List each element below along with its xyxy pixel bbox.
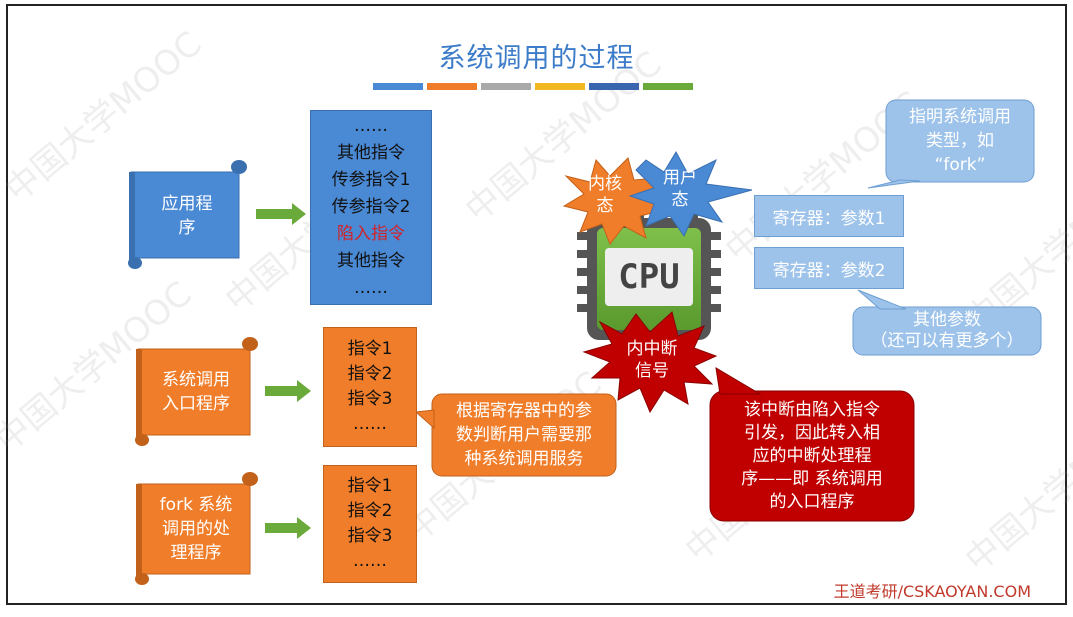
app-scroll-shape	[128, 160, 247, 269]
syscall-entry-scroll-label: 系统调用 入口程序	[162, 370, 230, 414]
kernel-mode-label: 内核 态	[588, 174, 622, 216]
register-param2: 寄存器：参数2	[754, 247, 904, 289]
interrupt-callout-shape	[709, 367, 915, 522]
instruction-line: 指令2	[347, 501, 393, 521]
title-underline-bar	[643, 83, 693, 90]
user-mode-label: 用户 态	[663, 168, 697, 210]
interrupt-signal-label: 内中断 信号	[626, 339, 678, 381]
instruction-block: …… 其他指令 传参指令1 传参指令2 陷入指令 其他指令 ……	[310, 110, 432, 305]
type-callout-shape	[867, 99, 1035, 189]
dispatch-callout-text: 根据寄存器中的参 数判断用户需要那 种系统调用服务	[456, 401, 592, 469]
params-callout-text: 其他参数 （还可以有更多个）	[870, 310, 1024, 351]
params-callout-shape	[852, 289, 1042, 356]
instruction-line: 指令1	[347, 339, 393, 359]
instruction-line: 传参指令2	[331, 197, 411, 217]
cpu-label: CPU	[618, 257, 680, 297]
instruction-line: 指令3	[347, 526, 393, 546]
instruction-line: ……	[353, 414, 387, 434]
fork-scroll-shape	[135, 472, 258, 585]
kernel-mode-burst-shape	[562, 157, 666, 245]
user-mode-burst-shape	[628, 150, 753, 238]
interrupt-callout-text: 该中断由陷入指令 引发，因此转入相 应的中断处理程 序——即 系统调用 的入口程…	[741, 399, 883, 512]
interrupt-burst-shape	[582, 311, 718, 414]
green-arrow	[265, 517, 311, 539]
fork-scroll-label: fork 系统 调用的处 理程序	[159, 495, 233, 563]
instruction-line: 指令1	[347, 476, 393, 496]
instruction-line: 指令3	[347, 389, 393, 409]
brand-footer: 王道考研/CSKAOYAN.COM	[833, 582, 1031, 601]
green-arrow	[256, 203, 306, 225]
instruction-line: ……	[353, 551, 387, 571]
syscall-entry-block: 指令1 指令2 指令3 ……	[323, 327, 417, 447]
register-param1: 寄存器：参数1	[754, 195, 904, 237]
title-underline-bar	[535, 83, 585, 90]
instruction-line: ……	[354, 278, 388, 298]
title-underline-bar	[427, 83, 477, 90]
dispatch-callout-shape	[414, 393, 617, 477]
app-scroll-label: 应用程 序	[161, 194, 213, 238]
fork-handler-block: 指令1 指令2 指令3 ……	[323, 465, 417, 583]
green-arrow	[265, 380, 311, 402]
trap-instruction-line: 陷入指令	[337, 224, 405, 244]
title-underline-bar	[481, 83, 531, 90]
type-callout-text: 指明系统调用 类型，如 “fork”	[909, 107, 1011, 175]
instruction-line: 其他指令	[337, 143, 405, 163]
title-underline-bar	[589, 83, 639, 90]
slide-title: 系统调用的过程	[438, 43, 635, 74]
instruction-line: 指令2	[347, 364, 393, 384]
instruction-line: ……	[354, 116, 388, 136]
title-underline-bar	[373, 83, 423, 90]
instruction-line: 传参指令1	[331, 170, 411, 190]
syscall-entry-scroll-shape	[135, 337, 258, 446]
instruction-line: 其他指令	[337, 251, 405, 271]
